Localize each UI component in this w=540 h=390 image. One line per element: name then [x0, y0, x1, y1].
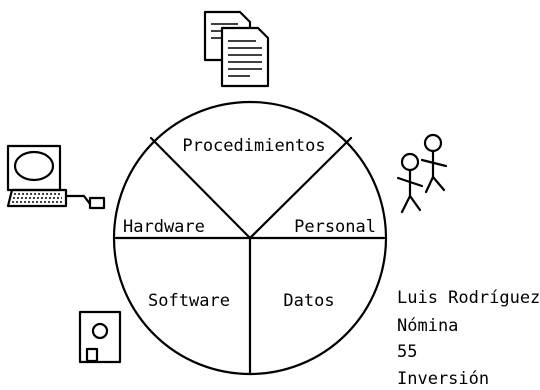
data-example-payroll: Nómina	[397, 316, 458, 336]
data-example-name: Luis Rodríguez	[397, 288, 540, 308]
sector-datos: Datos	[283, 291, 334, 311]
people-icon	[396, 133, 448, 214]
sector-procedimientos: Procedimientos	[182, 136, 325, 156]
documents-icon	[203, 10, 270, 88]
divider-upper-right	[248, 136, 353, 240]
computer-icon	[6, 144, 106, 210]
sector-software: Software	[148, 291, 230, 311]
divider-upper-left	[149, 136, 252, 240]
floppy-disk-icon	[78, 310, 122, 364]
sector-personal: Personal	[294, 217, 376, 237]
sector-hardware: Hardware	[123, 217, 205, 237]
data-example-investment: Inversión	[397, 369, 489, 389]
data-example-number: 55	[397, 342, 417, 362]
